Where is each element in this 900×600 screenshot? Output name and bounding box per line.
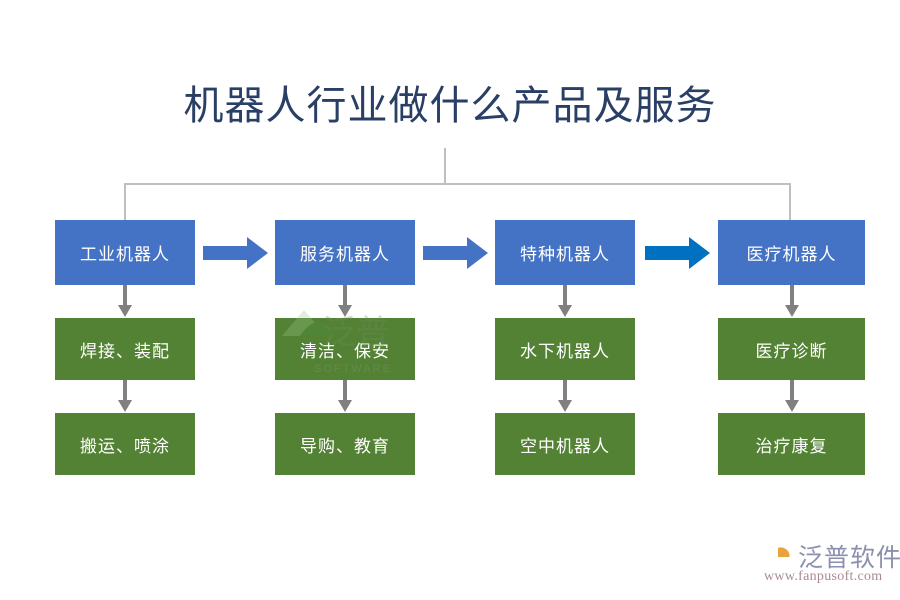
child-node-label: 焊接、装配 bbox=[80, 341, 170, 361]
bracket-drop-left bbox=[124, 183, 126, 221]
category-node-medical[interactable]: 医疗机器人 bbox=[718, 220, 865, 285]
child-node-service-1[interactable]: 清洁、保安 bbox=[275, 318, 415, 380]
child-node-label: 清洁、保安 bbox=[300, 341, 390, 361]
child-node-medical-2[interactable]: 治疗康复 bbox=[718, 413, 865, 475]
child-node-label: 治疗康复 bbox=[755, 436, 828, 456]
fanpusoft-logo-icon bbox=[768, 540, 792, 564]
bracket-drop-right bbox=[789, 183, 791, 221]
category-node-service[interactable]: 服务机器人 bbox=[275, 220, 415, 285]
category-node-label: 服务机器人 bbox=[300, 245, 390, 264]
drop-arrow-industrial-2 bbox=[118, 380, 132, 412]
drop-arrow-industrial-1 bbox=[118, 285, 132, 317]
child-node-label: 搬运、喷涂 bbox=[80, 436, 170, 456]
drop-arrow-medical-1 bbox=[785, 285, 799, 317]
child-node-service-2[interactable]: 导购、教育 bbox=[275, 413, 415, 475]
flow-arrow-industrial-to-service bbox=[203, 237, 268, 269]
child-node-industrial-1[interactable]: 焊接、装配 bbox=[55, 318, 195, 380]
flow-arrow-special-to-medical bbox=[645, 237, 710, 269]
bracket-crossbar bbox=[124, 183, 791, 185]
brand-logo: 泛普软件 www.fanpusoft.com bbox=[762, 536, 900, 592]
child-node-special-2[interactable]: 空中机器人 bbox=[495, 413, 635, 475]
category-node-label: 工业机器人 bbox=[80, 245, 170, 264]
brand-url: www.fanpusoft.com bbox=[764, 569, 883, 584]
drop-arrow-special-2 bbox=[558, 380, 572, 412]
drop-arrow-medical-2 bbox=[785, 380, 799, 412]
category-node-industrial[interactable]: 工业机器人 bbox=[55, 220, 195, 285]
category-node-label: 特种机器人 bbox=[520, 245, 610, 264]
category-node-special[interactable]: 特种机器人 bbox=[495, 220, 635, 285]
category-node-label: 医疗机器人 bbox=[746, 245, 837, 264]
drop-arrow-special-1 bbox=[558, 285, 572, 317]
child-node-label: 水下机器人 bbox=[520, 341, 610, 361]
bracket-stem bbox=[444, 148, 446, 184]
child-node-label: 导购、教育 bbox=[300, 436, 390, 456]
child-node-label: 空中机器人 bbox=[520, 436, 610, 456]
child-node-label: 医疗诊断 bbox=[755, 341, 828, 361]
drop-arrow-service-2 bbox=[338, 380, 352, 412]
child-node-medical-1[interactable]: 医疗诊断 bbox=[718, 318, 865, 380]
page-title: 机器人行业做什么产品及服务 bbox=[183, 83, 717, 128]
drop-arrow-service-1 bbox=[338, 285, 352, 317]
child-node-industrial-2[interactable]: 搬运、喷涂 bbox=[55, 413, 195, 475]
flow-arrow-service-to-special bbox=[423, 237, 488, 269]
child-node-special-1[interactable]: 水下机器人 bbox=[495, 318, 635, 380]
brand-name: 泛普软件 bbox=[798, 545, 900, 572]
